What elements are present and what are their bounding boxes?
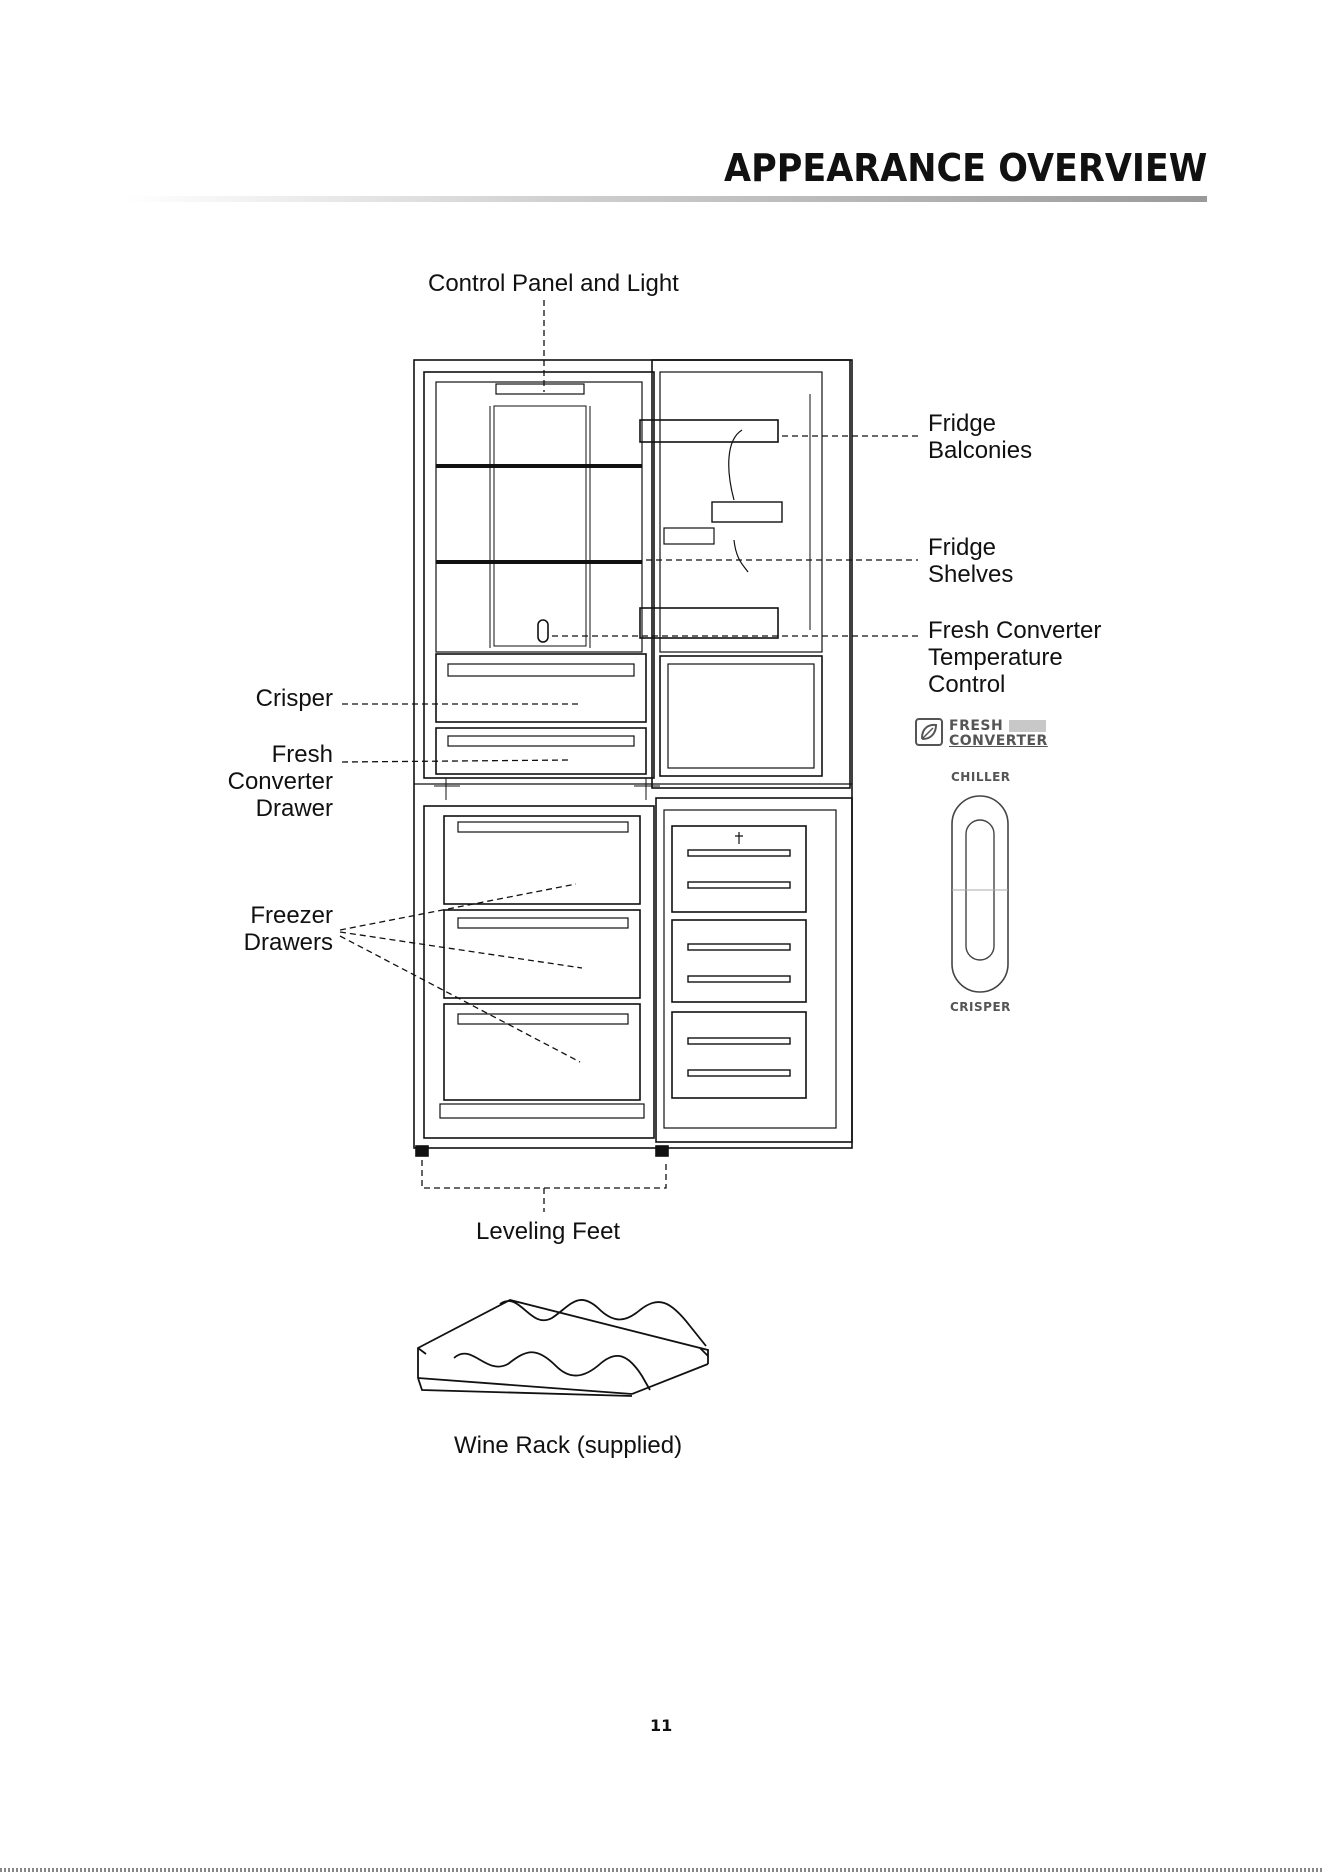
scan-edge bbox=[0, 1868, 1323, 1872]
logo-word-fresh: FRESH bbox=[949, 718, 1003, 734]
fridge-balcony-1 bbox=[640, 420, 778, 442]
fresh-converter-logo: FRESH CONVERTER bbox=[913, 716, 1053, 752]
logo-word-converter: CONVERTER bbox=[949, 733, 1048, 749]
label-fresh-converter-temp-line3: Control bbox=[928, 671, 1101, 698]
label-freezer-drawers-line2: Drawers bbox=[244, 929, 333, 956]
label-wine-rack: Wine Rack (supplied) bbox=[454, 1432, 682, 1459]
label-control-panel: Control Panel and Light bbox=[428, 270, 679, 297]
label-fridge-shelves-line1: Fridge bbox=[928, 534, 1013, 561]
freezer-drawer-3 bbox=[444, 1004, 640, 1100]
leader-fresh-converter-drawer bbox=[342, 760, 572, 762]
leveling-foot-right bbox=[656, 1146, 668, 1156]
label-fridge-balconies-line2: Balconies bbox=[928, 437, 1032, 464]
fresh-converter-dial bbox=[952, 796, 1008, 992]
leaf-badge-icon bbox=[915, 718, 943, 746]
leader-freezer-3 bbox=[340, 936, 580, 1062]
label-freezer-drawers: Freezer Drawers bbox=[244, 902, 333, 956]
label-fresh-converter-drawer-line1: Fresh bbox=[228, 741, 333, 768]
label-crisper: Crisper bbox=[256, 685, 333, 712]
fresh-converter-drawer bbox=[436, 728, 646, 774]
label-fresh-converter-drawer-line2: Converter bbox=[228, 768, 333, 795]
fridge-balcony-3 bbox=[664, 528, 714, 544]
control-panel-light bbox=[496, 384, 584, 394]
label-fresh-converter-temp: Fresh Converter Temperature Control bbox=[928, 617, 1101, 698]
fridge-balcony-4 bbox=[640, 608, 778, 638]
leader-lines bbox=[340, 300, 918, 1212]
dial-label-crisper: CRISPER bbox=[950, 1000, 1011, 1014]
label-fresh-converter-temp-line2: Temperature bbox=[928, 644, 1101, 671]
page-number: 11 bbox=[650, 1716, 672, 1735]
fresh-converter-knob bbox=[538, 620, 548, 642]
label-fridge-balconies-line1: Fridge bbox=[928, 410, 1032, 437]
wine-rack-drawing bbox=[418, 1300, 708, 1396]
label-fridge-shelves: Fridge Shelves bbox=[928, 534, 1013, 588]
label-fridge-shelves-line2: Shelves bbox=[928, 561, 1013, 588]
label-fresh-converter-drawer-line3: Drawer bbox=[228, 795, 333, 822]
label-leveling-feet: Leveling Feet bbox=[476, 1218, 620, 1245]
fridge-balcony-2 bbox=[712, 502, 782, 522]
label-fresh-converter-temp-line1: Fresh Converter bbox=[928, 617, 1101, 644]
leader-leveling-feet-bracket bbox=[422, 1160, 666, 1188]
fridge-cabinet-outline bbox=[414, 360, 852, 1148]
dial-label-chiller: CHILLER bbox=[951, 770, 1011, 784]
leveling-foot-left bbox=[416, 1146, 428, 1156]
freezer-drawer-2 bbox=[444, 910, 640, 998]
label-freezer-drawers-line1: Freezer bbox=[244, 902, 333, 929]
logo-shade-bar bbox=[1009, 720, 1046, 732]
label-fresh-converter-drawer: Fresh Converter Drawer bbox=[228, 741, 333, 822]
label-fridge-balconies: Fridge Balconies bbox=[928, 410, 1032, 464]
leader-freezer-2 bbox=[340, 932, 582, 968]
